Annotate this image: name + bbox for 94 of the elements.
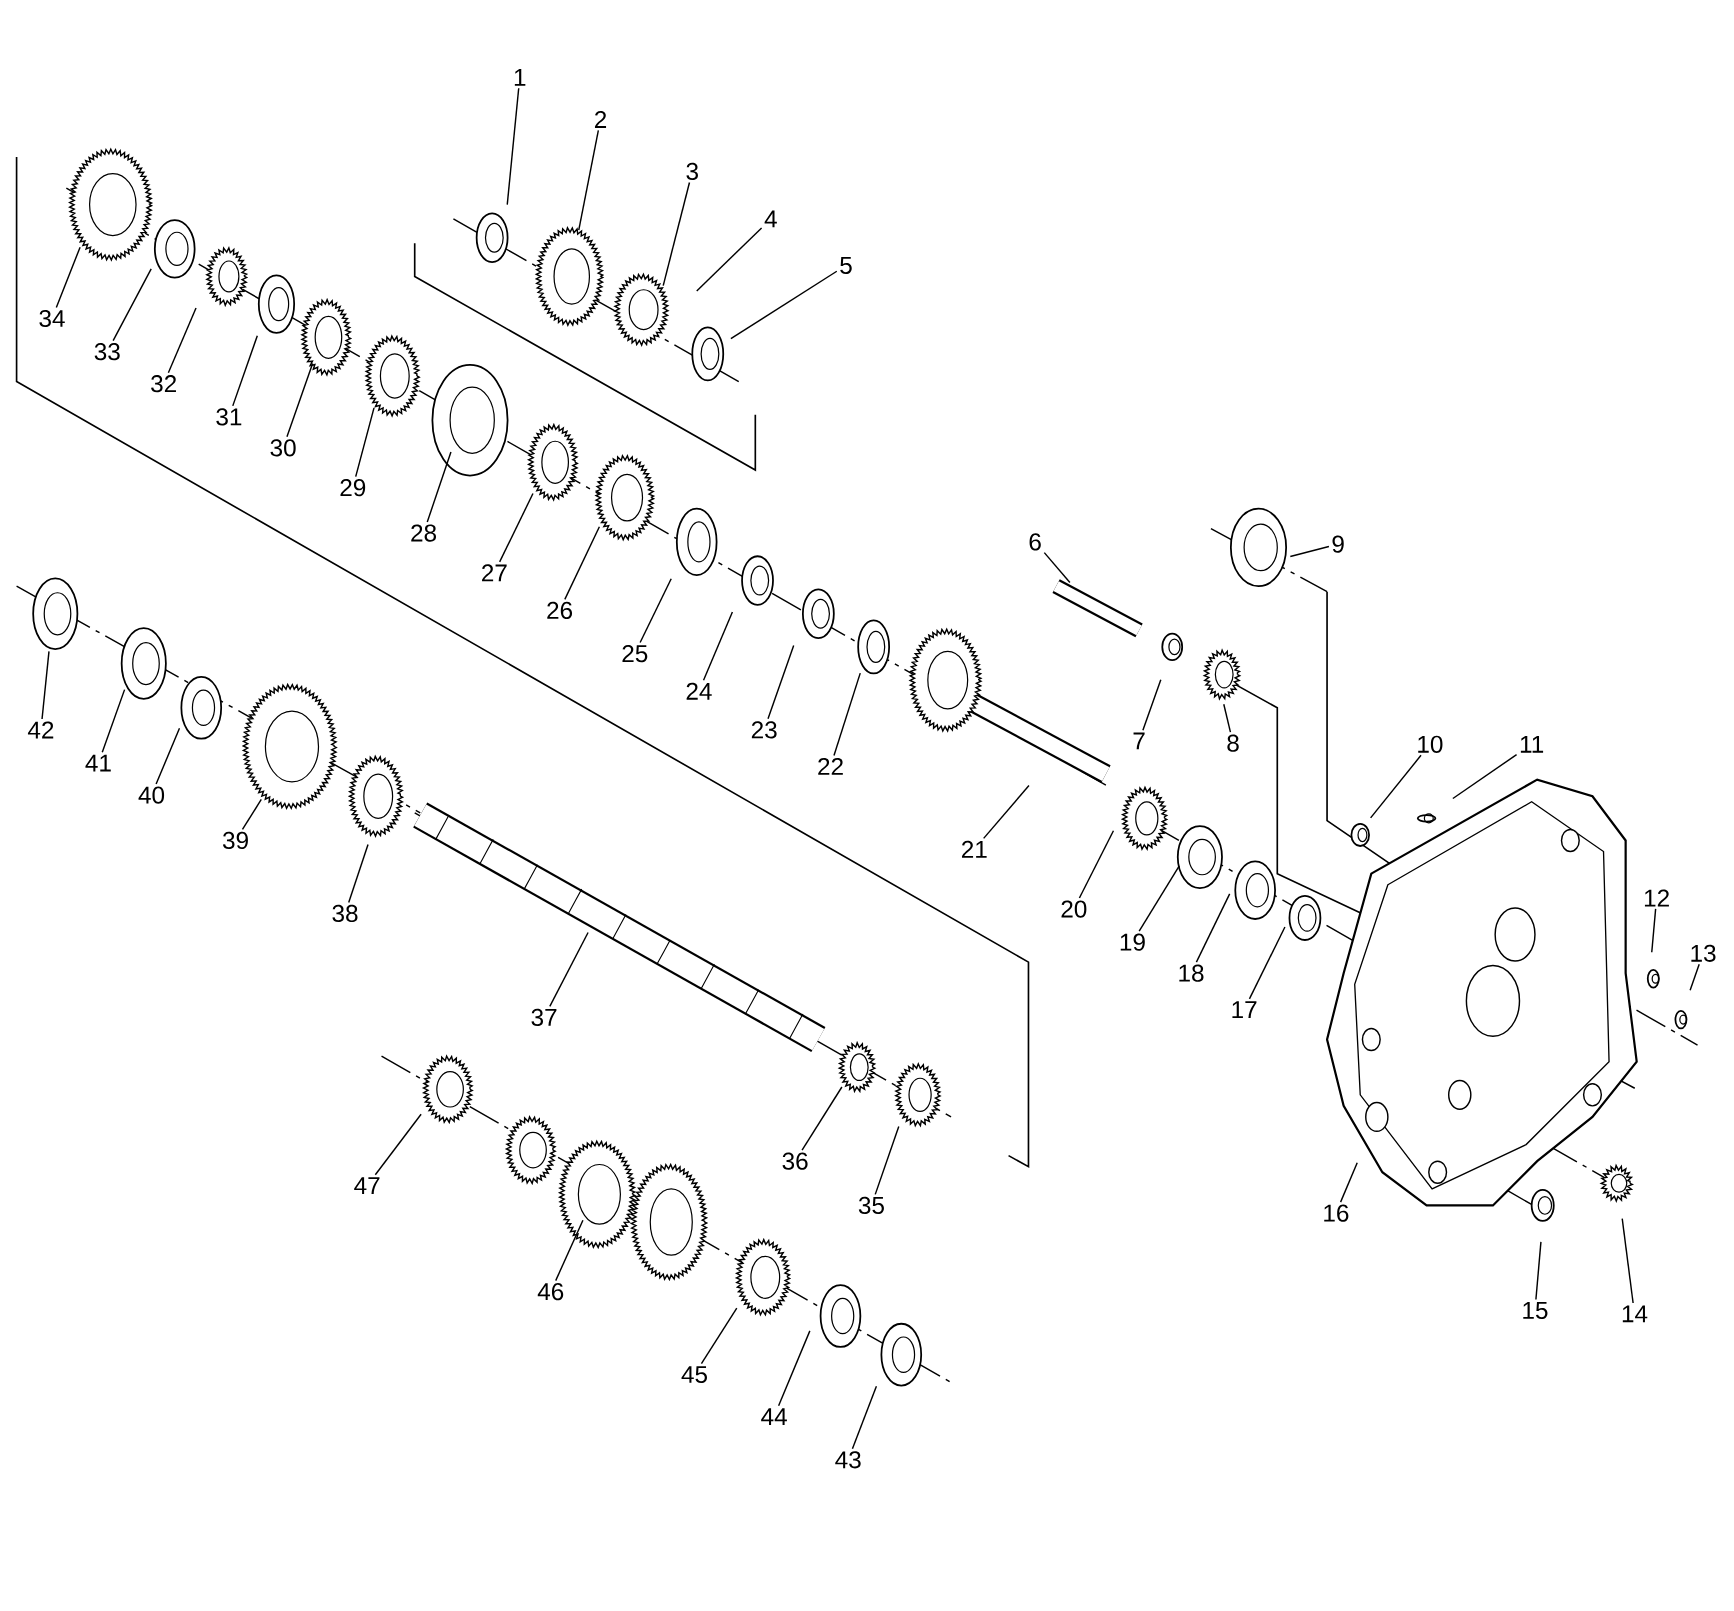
callout-number: 12 <box>1644 889 1669 907</box>
leader-line <box>506 87 520 206</box>
leader-line <box>549 931 589 1007</box>
leader-line <box>41 650 50 720</box>
leader-line <box>112 268 152 342</box>
callout-number: 36 <box>782 1152 808 1170</box>
callout-number: 25 <box>622 644 648 663</box>
leader-line <box>1452 753 1518 800</box>
leader-line <box>1689 963 1700 991</box>
callout-number: 18 <box>1179 964 1204 982</box>
callout-number: 31 <box>216 408 242 426</box>
callout-number: 21 <box>962 840 987 858</box>
leader-line <box>167 307 197 374</box>
leader-line <box>101 688 126 753</box>
leader-line <box>1223 703 1232 733</box>
leader-line <box>730 270 838 340</box>
callout-number: 32 <box>151 375 176 393</box>
callout-number: 27 <box>482 564 507 582</box>
callout-number: 37 <box>531 1008 557 1026</box>
callout-number: 33 <box>94 342 120 361</box>
callout-number: 22 <box>818 757 843 775</box>
leader-line <box>702 611 734 681</box>
leader-line <box>348 843 369 903</box>
callout-number: 15 <box>1523 1301 1548 1319</box>
callout-number: 46 <box>537 1282 564 1301</box>
callout-number: 10 <box>1418 735 1443 753</box>
callout-number: 23 <box>751 721 777 739</box>
callout-number: 34 <box>39 309 65 327</box>
leader-line <box>355 406 375 478</box>
callout-number: 41 <box>85 754 111 772</box>
leader-line <box>767 644 795 720</box>
callout-number: 5 <box>840 256 852 274</box>
callout-number: 28 <box>411 524 436 542</box>
callout-number: 26 <box>547 601 573 619</box>
callout-number: 20 <box>1061 900 1087 918</box>
callout-number: 35 <box>858 1196 884 1214</box>
leader-line <box>498 492 534 563</box>
callout-number: 1 <box>514 68 526 86</box>
leader-line <box>1535 1241 1542 1301</box>
callout-number: 42 <box>27 721 54 739</box>
leader-line <box>1142 678 1162 731</box>
callout-number: 6 <box>1029 533 1041 551</box>
callout-number: 7 <box>1133 732 1145 750</box>
callout-number: 30 <box>270 439 296 457</box>
callout-number: 45 <box>681 1366 707 1383</box>
callout-number: 16 <box>1324 1204 1349 1222</box>
leader-line <box>1369 754 1422 819</box>
leader-line <box>1138 865 1180 932</box>
leader-line <box>1043 551 1071 584</box>
callout-number: 29 <box>340 478 366 497</box>
callout-number: 13 <box>1691 944 1716 962</box>
leader-line <box>232 334 259 407</box>
callout-number: 43 <box>835 1451 861 1469</box>
leader-line <box>555 1219 584 1282</box>
leader-line <box>55 246 81 309</box>
leader-line <box>696 227 763 292</box>
leader-line <box>851 1385 878 1450</box>
leader-line <box>833 672 861 757</box>
leader-line <box>639 577 672 644</box>
callout-number: 19 <box>1120 933 1145 951</box>
leader-line <box>662 181 691 287</box>
leader-line <box>1289 545 1330 558</box>
leader-line <box>801 1086 843 1151</box>
leader-line <box>777 1330 811 1407</box>
leader-line <box>564 525 601 600</box>
leader-line <box>426 451 452 523</box>
callout-number: 14 <box>1622 1305 1648 1323</box>
callout-number: 9 <box>1332 535 1344 553</box>
leader-line <box>1195 893 1231 963</box>
callout-number: 3 <box>686 162 698 180</box>
leader-line <box>1339 1161 1358 1203</box>
leader-line <box>1078 829 1115 899</box>
leader-line <box>700 1307 738 1365</box>
leader-line <box>374 1113 422 1176</box>
callout-number: 11 <box>1520 735 1544 753</box>
callout-number: 39 <box>222 831 248 849</box>
leader-line <box>1621 1217 1634 1304</box>
callout-number: 4 <box>764 210 777 228</box>
callout-number: 17 <box>1232 1001 1257 1018</box>
leader-line <box>155 727 181 785</box>
callout-number: 8 <box>1227 734 1239 752</box>
leader-line <box>874 1125 900 1195</box>
callout-number: 38 <box>332 904 358 922</box>
leader-line <box>286 362 314 438</box>
leader-line <box>1248 926 1286 1000</box>
callout-number: 24 <box>686 682 712 700</box>
leader-line <box>1651 908 1657 953</box>
leader-line <box>241 798 263 830</box>
callout-number: 40 <box>138 786 165 804</box>
callout-number: 47 <box>354 1177 380 1194</box>
callout-number: 44 <box>761 1408 787 1425</box>
callout-number: 2 <box>594 110 607 128</box>
leader-line <box>982 784 1030 839</box>
leader-line <box>578 129 600 231</box>
